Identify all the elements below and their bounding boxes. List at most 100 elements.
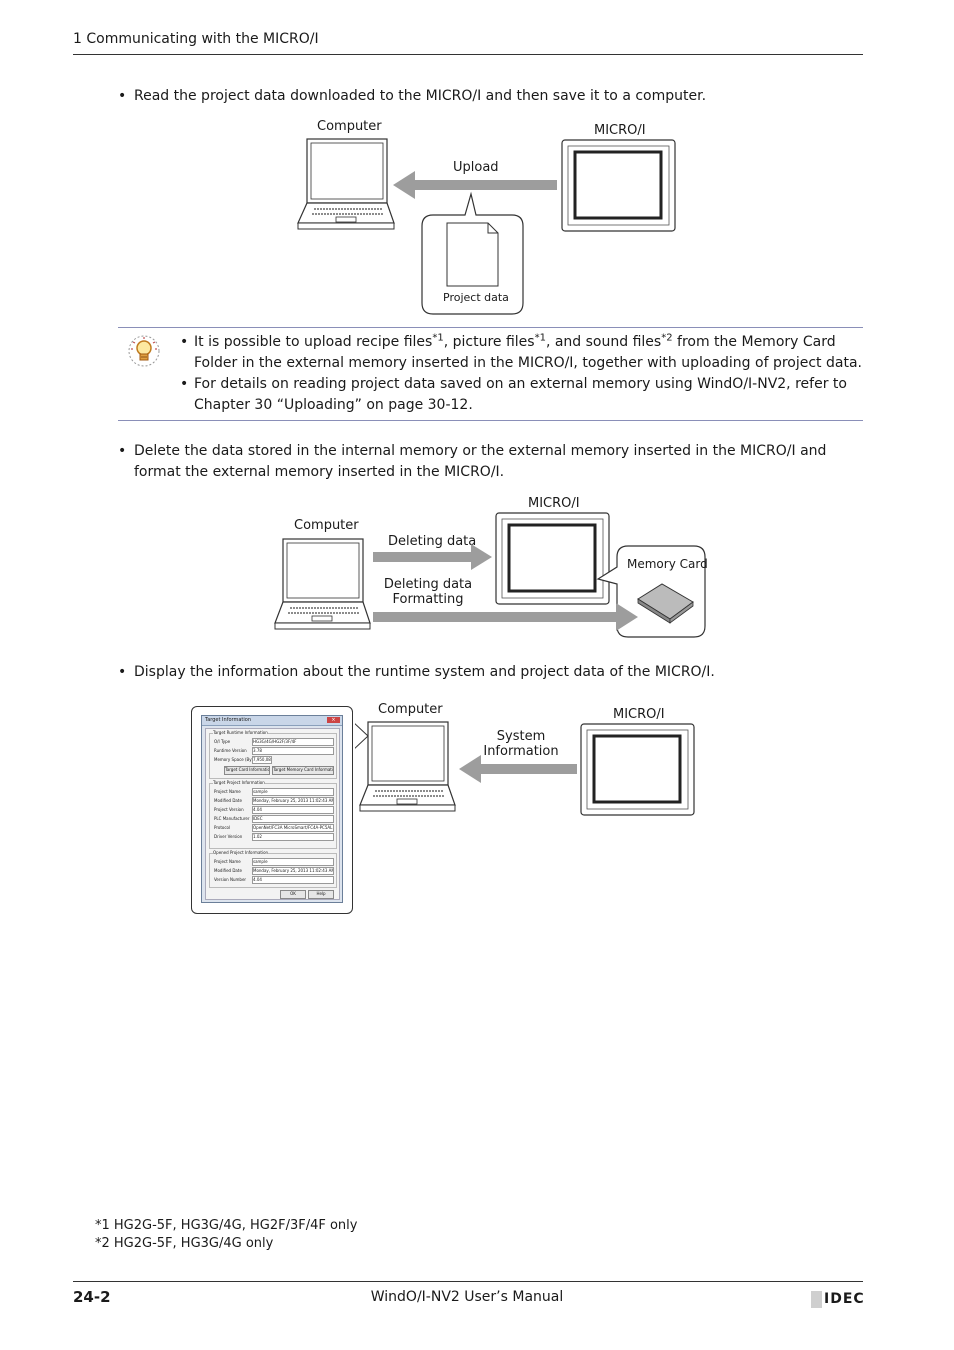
row-value: 1.02 [252,833,334,841]
idec-logo: IDEC [811,1291,865,1308]
page-number: 24-2 [73,1288,111,1306]
target-memory-card-info-button[interactable]: Target Memory Card Information... [272,766,334,775]
row-label: Project Name [214,859,241,864]
upload-arrow-label: Upload [453,160,499,175]
target-information-dialog: Target Information × Target Runtime Info… [201,715,343,903]
delete-format-line1: Deleting data [383,577,473,592]
runtime-group-title: Target Runtime Information [213,730,268,735]
row-label: Protocol [214,825,231,830]
dialog-title: Target Information [205,717,252,723]
running-header: 1 Communicating with the MICRO/I [73,31,319,47]
delete-format-diagram-graphics [274,512,706,638]
computer-label: Computer [378,702,443,717]
laptop-icon [359,721,456,812]
note-item-1: • It is possible to upload recipe files*… [180,332,863,374]
system-info-arrow-label: System Information [481,729,561,759]
project-group: Target Project Information Project Name … [209,780,337,849]
row-label: Project Name [214,789,241,794]
note-box: • It is possible to upload recipe files*… [118,327,863,421]
row-label: PLC Manufacturer [214,816,250,821]
manual-title: WindO/I-NV2 User’s Manual [370,1289,564,1305]
dialog-callout: Target Information × Target Runtime Info… [191,706,353,914]
opened-project-group-title: Opened Project Information [213,850,269,855]
row-value: 3.78 [252,747,334,755]
micro-panel-icon [580,723,695,816]
project-group-title: Target Project Information [213,780,265,785]
micro-panel-icon [495,512,610,605]
row-value: OpenNet/FC3A MicroSmart/FC4A-PC5AL 1:1 [252,824,334,832]
row-value: 4.04 [252,876,334,884]
computer-label: Computer [294,518,359,533]
system-info-diagram: Computer MICRO/I System Information [355,700,700,820]
row-label: Modified Date [214,798,242,803]
upload-diagram: Computer MICRO/I Upload Project data [290,118,690,318]
micro-label: MICRO/I [613,707,665,722]
bullet-dot: • [118,443,127,459]
bullet-text: Delete the data stored in the internal m… [134,443,827,480]
system-info-diagram-graphics [355,721,695,816]
deleting-arrow [373,544,492,570]
row-label: Modified Date [214,868,242,873]
dialog-body: Target Runtime Information O/I Type HG3G… [205,728,340,900]
row-value: 7,950,080 [252,756,272,764]
system-info-arrow [459,755,577,783]
row-value: sample [252,788,334,796]
micro-label: MICRO/I [528,496,580,511]
header-rule [73,54,863,55]
footer-rule [73,1281,863,1282]
laptop-icon [297,138,395,230]
system-info-line2: Information [483,744,559,759]
row-label: Driver Version [214,834,243,839]
target-card-info-button[interactable]: Target Card Information... [224,766,270,775]
bullet-upload: • Read the project data downloaded to th… [118,86,863,107]
bullet-dot: • [180,376,189,392]
row-label: Project Version [214,807,244,812]
bullet-display-info: • Display the information about the runt… [118,662,863,683]
upload-arrow [393,171,557,199]
note-item-2-text: For details on reading project data save… [194,376,847,413]
logo-mark [811,1291,822,1308]
project-data-callout [421,191,524,315]
row-label: Runtime Version [214,748,247,753]
system-info-line1: System [496,729,546,744]
laptop-icon [274,538,371,630]
upload-diagram-graphics [297,138,676,315]
dialog-close-button[interactable]: × [327,717,340,723]
opened-project-group: Opened Project Information Project Name … [209,850,337,888]
delete-format-line2: Formatting [392,592,464,607]
row-value: 4.04 [252,806,334,814]
runtime-group: Target Runtime Information O/I Type HG3G… [209,730,337,779]
delete-format-arrow-label: Deleting data Formatting [378,577,478,607]
row-value: Monday, February 25, 2013 11:02:43 AM [252,797,334,805]
bullet-text: Display the information about the runtim… [134,664,715,680]
lightbulb-icon [128,335,160,367]
logo-text: IDEC [824,1291,865,1307]
bullet-dot: • [118,664,127,680]
row-value: IDEC [252,815,334,823]
bullet-dot: • [180,334,189,350]
footnote-2: *2 HG2G-5F, HG3G/4G only [95,1236,274,1251]
help-button[interactable]: Help [308,890,334,899]
row-value: sample [252,858,334,866]
computer-label: Computer [317,119,382,134]
memory-card-label: Memory Card [627,557,708,571]
memory-card-icon [637,583,694,624]
footnote-1: *1 HG2G-5F, HG3G/4G, HG2F/3F/4F only [95,1218,358,1233]
row-value: Monday, February 25, 2013 11:02:43 AM [252,867,334,875]
note-item-2: • For details on reading project data sa… [180,374,863,416]
micro-panel-icon [561,139,676,232]
bullet-delete-format: • Delete the data stored in the internal… [118,441,863,483]
row-label: Version Number [214,877,247,882]
row-value: HG3G/4G/HG2F/3F/4F [252,738,334,746]
row-label: O/I Type [214,739,231,744]
delete-format-diagram: Computer MICRO/I Deleting data Deleting … [270,494,710,639]
callout-pointer [355,723,369,749]
delete-format-arrow [373,603,638,631]
project-data-label: Project data [443,291,509,304]
deleting-arrow-label: Deleting data [388,534,477,549]
note-item-1-text: It is possible to upload recipe files*1,… [194,332,862,371]
ok-button[interactable]: OK [280,890,306,899]
dialog-title-bar: Target Information × [202,716,342,726]
row-label: Memory Space (Byte) [214,757,258,762]
bullet-dot: • [118,88,127,104]
